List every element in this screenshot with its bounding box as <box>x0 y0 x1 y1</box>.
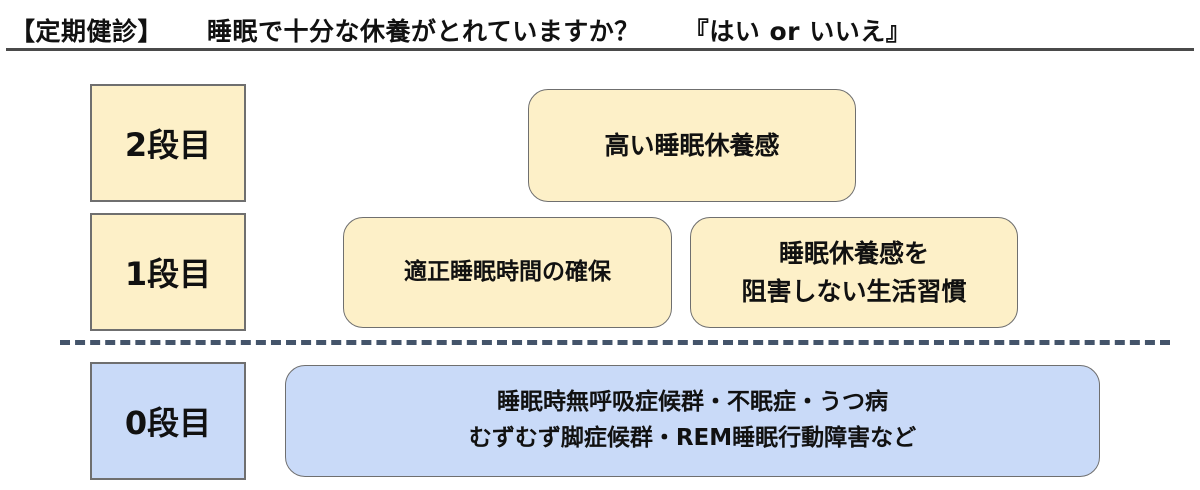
node-high-sleep-rest: 高い睡眠休養感 <box>528 89 856 202</box>
level-divider <box>60 340 1170 345</box>
page-title: 【定期健診】 睡眠で十分な休養がとれていますか？ 『はい or いいえ』 <box>10 12 1190 48</box>
title-answer-options: 『はい or いいえ』 <box>683 17 912 46</box>
title-tag: 【定期健診】 <box>10 17 164 46</box>
node-healthy-lifestyle: 睡眠休養感を 阻害しない生活習慣 <box>690 217 1018 328</box>
title-question: 睡眠で十分な休養がとれていますか？ <box>207 17 640 46</box>
level-0-label: 0段目 <box>90 362 246 480</box>
node-proper-sleep-duration: 適正睡眠時間の確保 <box>343 217 672 328</box>
node-sleep-disorders: 睡眠時無呼吸症候群・不眠症・うつ病 むずむず脚症候群・REM睡眠行動障害など <box>285 365 1100 477</box>
level-1-label: 1段目 <box>90 213 246 331</box>
level-2-label: 2段目 <box>90 84 246 202</box>
title-underline <box>6 48 1194 51</box>
